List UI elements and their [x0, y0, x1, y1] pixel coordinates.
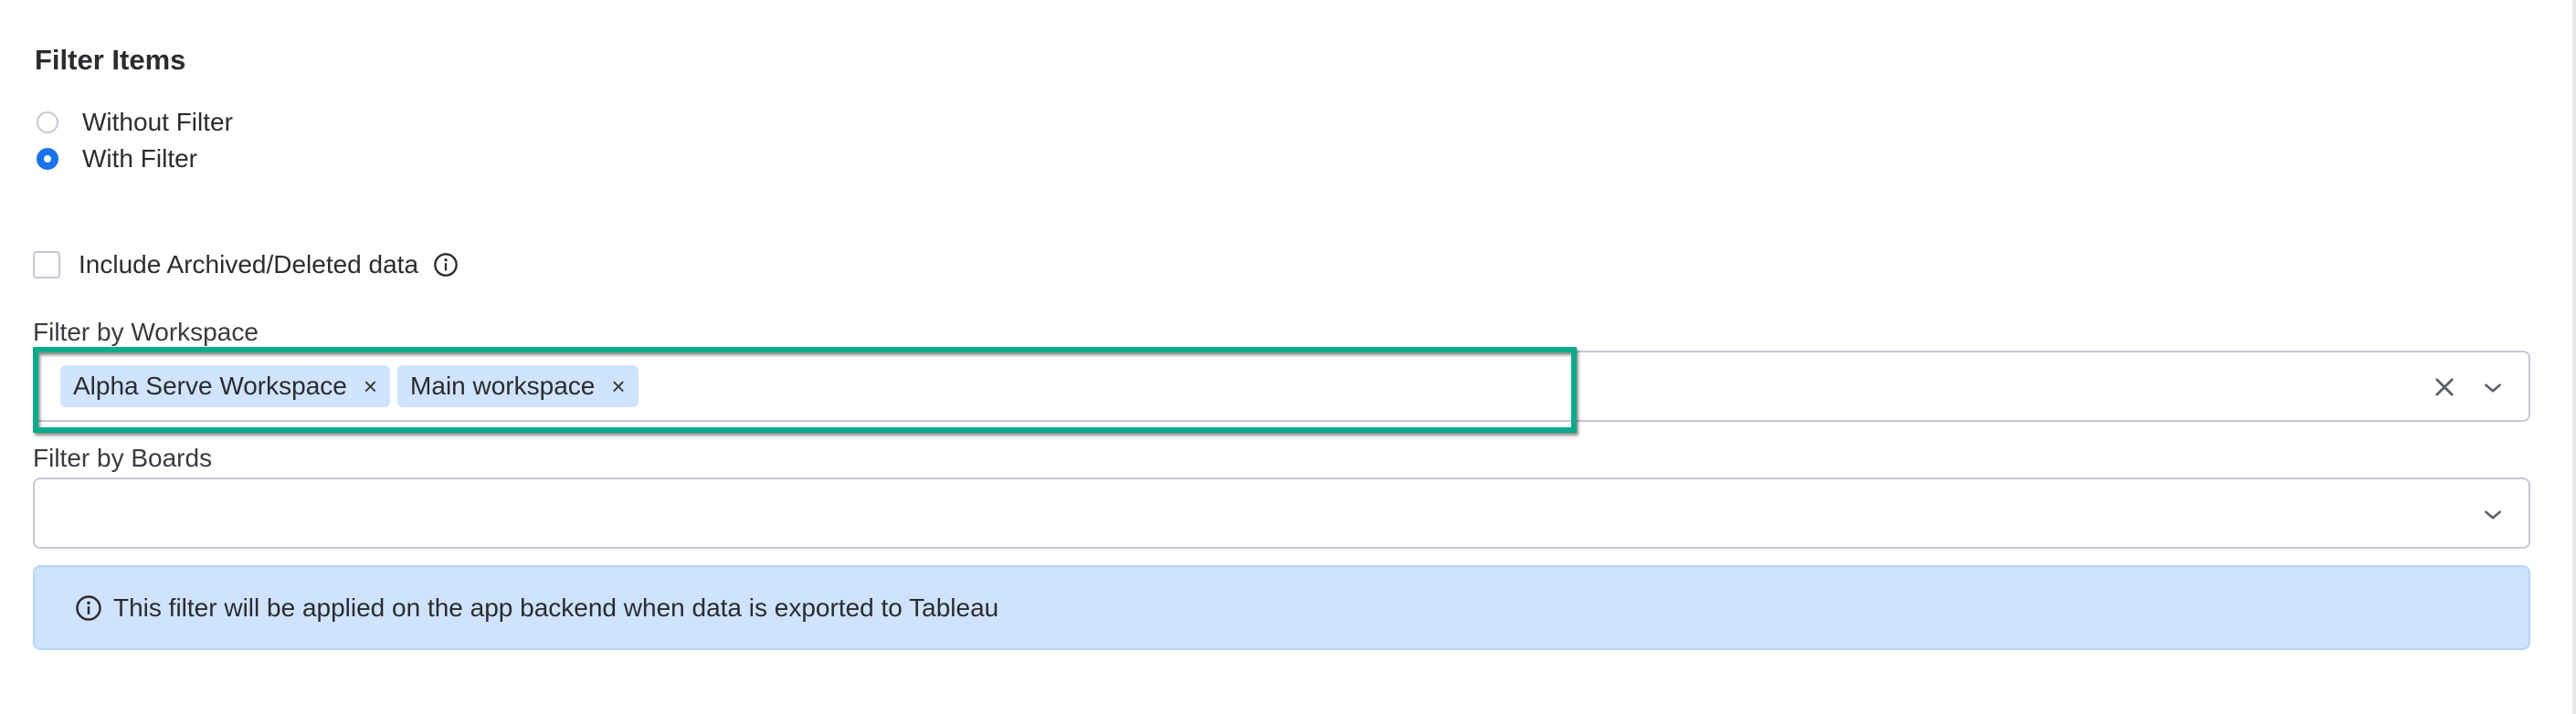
- selected-chips: Alpha Serve Workspace × Main workspace ×: [60, 365, 639, 407]
- radio-label: With Filter: [82, 144, 197, 173]
- checkbox-label: Include Archived/Deleted data: [79, 250, 419, 278]
- workspace-multiselect[interactable]: Alpha Serve Workspace × Main workspace ×: [33, 351, 2530, 422]
- close-icon[interactable]: [2432, 374, 2457, 400]
- info-banner-text: This filter will be applied on the app b…: [113, 593, 999, 622]
- chip-alpha-serve-workspace: Alpha Serve Workspace ×: [60, 365, 391, 407]
- info-banner: This filter will be applied on the app b…: [33, 565, 2530, 650]
- chip-remove-icon[interactable]: ×: [611, 372, 626, 400]
- include-archived-checkbox[interactable]: [33, 251, 60, 278]
- chevron-down-icon[interactable]: [2481, 503, 2505, 527]
- boards-filter-label: Filter by Boards: [33, 444, 213, 472]
- include-archived-row[interactable]: Include Archived/Deleted data: [33, 250, 459, 279]
- chip-label: Alpha Serve Workspace: [73, 372, 347, 400]
- window-edge: [2572, 0, 2576, 714]
- radio-button-checked[interactable]: [37, 148, 58, 170]
- chip-remove-icon[interactable]: ×: [363, 372, 378, 400]
- chevron-down-icon[interactable]: [2481, 376, 2505, 400]
- info-icon: [76, 594, 101, 621]
- section-title: Filter Items: [35, 44, 186, 76]
- radio-without-filter[interactable]: Without Filter: [37, 108, 233, 137]
- boards-multiselect[interactable]: [33, 478, 2530, 549]
- radio-label: Without Filter: [82, 108, 233, 136]
- radio-with-filter[interactable]: With Filter: [37, 144, 197, 173]
- chip-main-workspace: Main workspace ×: [397, 365, 639, 407]
- radio-button[interactable]: [37, 111, 58, 133]
- info-icon[interactable]: [433, 252, 459, 278]
- workspace-filter-label: Filter by Workspace: [33, 318, 259, 346]
- chip-label: Main workspace: [410, 372, 596, 400]
